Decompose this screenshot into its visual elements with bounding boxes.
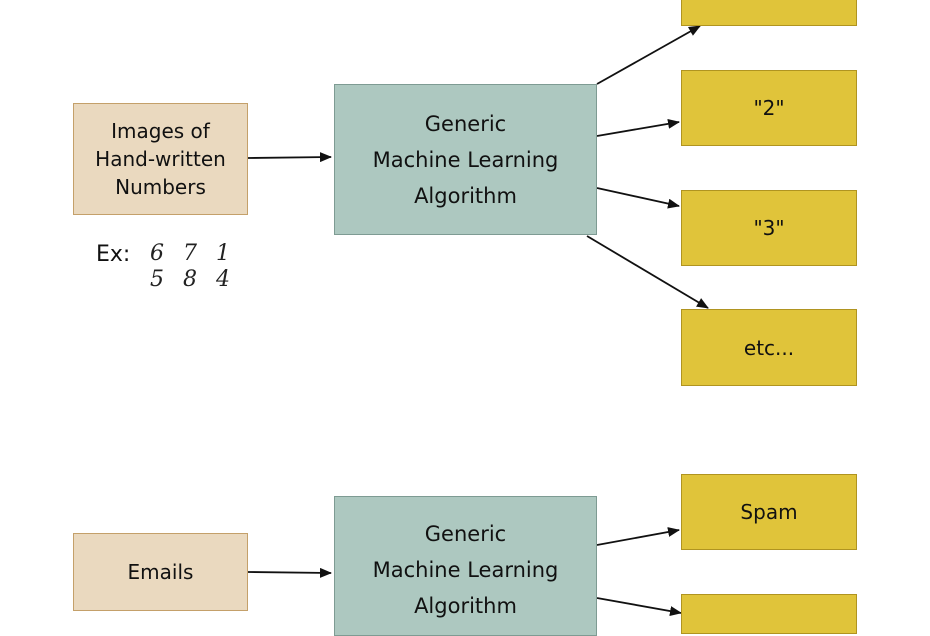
emails-input-box: Emails	[73, 533, 248, 611]
images-input-box: Images of Hand-written Numbers	[73, 103, 248, 215]
output-label-etc: etc...	[743, 335, 795, 360]
algorithm-label-bottom: Generic Machine Learning Algorithm	[372, 522, 559, 618]
example-prefix: Ex:	[96, 242, 131, 267]
output-box-1	[681, 0, 857, 26]
emails-input-label: Emails	[127, 560, 194, 584]
diagram-arrows	[247, 25, 709, 616]
images-input-label: Images of Hand-written Numbers	[95, 119, 226, 199]
output-box-2: "2"	[681, 70, 857, 146]
algorithm-box-top: Generic Machine Learning Algorithm	[334, 84, 597, 235]
arrow-algorithm-to-output-2	[596, 118, 680, 137]
arrow-emails-to-algorithm	[247, 567, 332, 578]
algorithm-label-top: Generic Machine Learning Algorithm	[372, 111, 559, 208]
output-box-3: "3"	[681, 190, 857, 266]
arrow-algorithm-to-output-1	[596, 25, 701, 85]
arrow-input-to-algorithm	[247, 152, 332, 163]
example-digits-row2: 5 8 4	[150, 267, 236, 292]
example-digits: 6 7 1 5 8 4	[150, 241, 236, 293]
output-label-spam: Spam	[740, 500, 798, 524]
arrow-algorithm-to-output-2-bottom	[596, 597, 682, 616]
output-box-etc: etc...	[681, 309, 857, 386]
arrow-algorithm-to-output-3	[596, 187, 680, 209]
arrow-algorithm-to-output-etc	[586, 235, 709, 309]
algorithm-box-bottom: Generic Machine Learning Algorithm	[334, 496, 597, 636]
output-box-spam: Spam	[681, 474, 857, 550]
output-label-2: "2"	[753, 96, 785, 120]
output-box-bottom-2	[681, 594, 857, 634]
example-digits-row1: 6 7 1	[150, 241, 236, 266]
output-label-3: "3"	[753, 216, 785, 240]
arrow-algorithm-to-spam	[596, 527, 680, 546]
